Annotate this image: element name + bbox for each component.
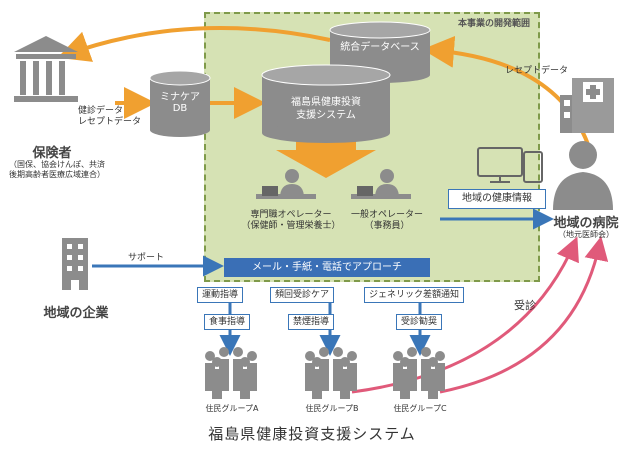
resident-group-b-icon — [305, 347, 357, 399]
general-line2: （事務員） — [364, 221, 410, 231]
big-down-arrow — [276, 138, 376, 178]
fukushima-system-label: 福島県健康投資 支援システム — [262, 96, 390, 122]
insurer-detail-line2: 後期高齢者医療広域連合） — [9, 170, 105, 179]
devices-icon — [477, 147, 543, 183]
company-building-icon — [62, 238, 88, 290]
insurer-detail-line1: （国保、協会けんぽ、共済 — [9, 160, 105, 169]
fukushima-system-cylinder — [261, 64, 391, 143]
specialist-operator-icon — [256, 169, 316, 199]
support-label: サポート — [128, 253, 165, 263]
specialist-operator-label: 専門職オペレーター （保健師・管理栄養士） — [236, 210, 346, 232]
tag-frequent-visit: 頻回受診ケア — [270, 287, 335, 303]
resident-group-a-icon — [205, 347, 257, 399]
minacare-db-line2: DB — [172, 103, 188, 114]
group-b-label: 住民グループB — [305, 404, 359, 413]
hospital-name: 地域の病院 — [553, 216, 619, 231]
tag-exercise: 運動指導 — [197, 287, 244, 303]
hospital-building-icon — [560, 78, 614, 133]
minacare-db-line1: ミナケア — [160, 92, 200, 103]
scope-label: 本事業の開発範囲 — [457, 19, 530, 29]
approach-banner: メール・手紙・電話でアプローチ — [224, 258, 430, 277]
specialist-line1: 専門職オペレーター — [250, 210, 332, 220]
tag-generic-notice: ジェネリック差額通知 — [364, 287, 465, 303]
doctor-icon — [553, 141, 613, 210]
diagram-caption: 福島県健康投資支援システム — [208, 425, 416, 443]
insurer-data-label: 健診データ レセプトデータ — [78, 106, 141, 128]
visit-label: 受診 — [514, 299, 536, 312]
specialist-line2: （保健師・管理栄養士） — [241, 221, 341, 231]
system-line2: 支援システム — [296, 110, 356, 121]
tag-smoking: 禁煙指導 — [288, 314, 335, 330]
resident-group-c-icon — [393, 347, 445, 399]
insurer-data-line1: 健診データ — [78, 106, 124, 116]
tag-visit-recommend: 受診勧奨 — [396, 314, 443, 330]
insurer-detail: （国保、協会けんぽ、共済 後期高齢者医療広域連合） — [2, 160, 112, 180]
minacare-db-cylinder — [149, 70, 211, 137]
tag-diet: 食事指導 — [204, 314, 251, 330]
hospital-detail: （地元医師会） — [558, 230, 614, 239]
integrated-db-label: 統合データベース — [340, 42, 420, 53]
arrow-group-c-visit — [439, 236, 609, 394]
general-operator-icon — [351, 169, 411, 199]
minacare-db-label: ミナケア DB — [150, 92, 210, 114]
group-a-label: 住民グループA — [205, 404, 259, 413]
general-operator-label: 一般オペレーター （事務員） — [340, 210, 434, 232]
general-line1: 一般オペレーター — [350, 210, 423, 220]
insurer-name: 保険者 — [32, 146, 72, 161]
insurer-building-icon — [14, 36, 78, 102]
insurer-data-line2: レセプトデータ — [78, 117, 142, 127]
system-line1: 福島県健康投資 — [291, 97, 361, 108]
arrow-db-to-insurer — [57, 26, 331, 62]
health-info-box: 地域の健康情報 — [448, 189, 546, 209]
receipt-data-label: レセプトデータ — [505, 66, 569, 76]
group-c-label: 住民グループC — [393, 404, 447, 413]
company-name: 地域の企業 — [43, 306, 109, 321]
